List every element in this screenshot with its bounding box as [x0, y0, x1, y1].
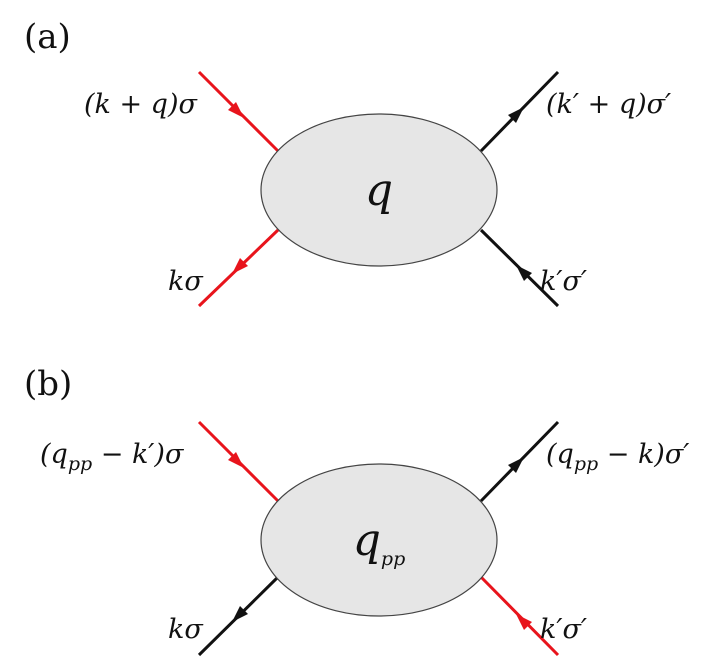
panel-b-label-top-left-sub: pp	[68, 453, 92, 475]
panel-a-arrow-top-right	[508, 107, 524, 123]
panel-b-label-top-left-post: − k′)σ	[92, 439, 185, 470]
panel-b-label: (b)	[24, 364, 72, 404]
panel-b-center-sub: pp	[381, 548, 405, 570]
panel-b-label-top-right-post: − k)σ′	[598, 439, 689, 470]
panel-a: (a) q (k + q)σ (k′ + q)σ′ kσ k′σ′	[24, 17, 671, 308]
panel-b-label-top-right: (qpp − k)σ′	[546, 439, 689, 475]
panel-b-label-bottom-left: kσ	[168, 614, 204, 645]
panel-a-vertex-blob	[260, 113, 498, 267]
panel-b-label-top-right-pre: (q	[546, 439, 574, 470]
panel-b-center-label: qpp	[353, 515, 406, 570]
panel-a-label-top-right: (k′ + q)σ′	[546, 89, 671, 120]
panel-b: (b) qpp (qpp − k′)σ (qpp − k)σ′ kσ k′σ′	[24, 364, 689, 657]
panel-a-arrow-bottom-right	[516, 265, 532, 281]
panel-b-label-top-right-sub: pp	[574, 453, 598, 475]
panel-b-center-base: q	[353, 515, 381, 566]
panel-b-label-bottom-right: k′σ′	[540, 614, 587, 645]
panel-a-center-label: q	[365, 165, 393, 216]
panel-a-label-top-left: (k + q)σ	[84, 89, 199, 120]
panel-a-label: (a)	[24, 17, 71, 57]
panel-b-vertex-blob	[260, 463, 498, 617]
panel-b-arrow-bottom-right	[516, 614, 532, 630]
panel-a-arrow-bottom-left	[232, 258, 248, 274]
panel-a-arrow-top-left	[228, 102, 244, 118]
panel-b-arrow-top-right	[508, 457, 524, 473]
panel-b-arrow-top-left	[228, 452, 244, 468]
panel-b-label-top-left-pre: (q	[40, 439, 68, 470]
panel-a-label-bottom-left: kσ	[168, 266, 204, 297]
panel-b-arrow-bottom-left	[232, 606, 248, 622]
panel-a-label-bottom-right: k′σ′	[540, 266, 587, 297]
panel-b-label-top-left: (qpp − k′)σ	[40, 439, 185, 475]
